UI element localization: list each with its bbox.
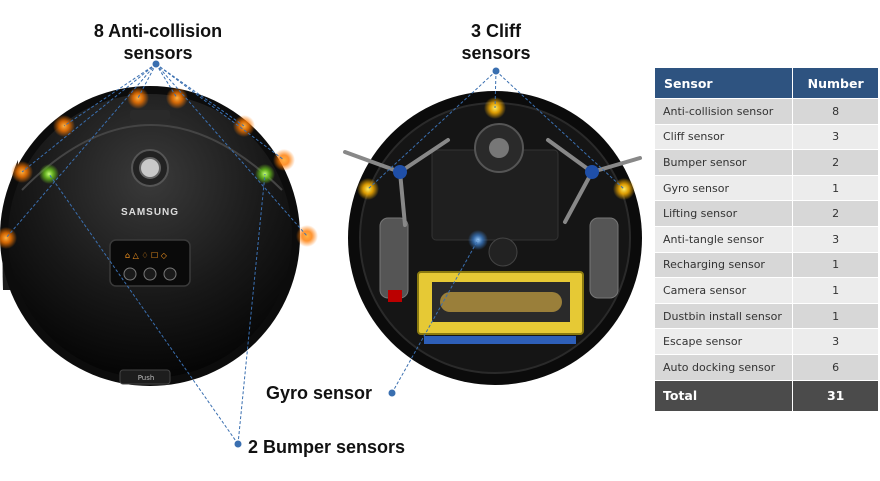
header-number: Number — [792, 67, 879, 99]
left-side-brush — [343, 138, 450, 227]
sensor-count: 2 — [792, 149, 879, 176]
anti-collision-sensor-7 — [0, 227, 17, 249]
sensor-name: Bumper sensor — [653, 149, 794, 176]
panel-status-icons: ⌂ △ ♢ ☐ ◇ — [125, 251, 168, 260]
sensor-count: 1 — [792, 302, 879, 330]
sensor-name: Cliff sensor — [653, 123, 794, 151]
gyro-callout-dot — [388, 389, 396, 397]
cliff-callout-line2: sensors — [461, 43, 531, 63]
bumper-callout: 2 Bumper sensors — [248, 437, 406, 457]
gyro-callout: Gyro sensor — [266, 383, 373, 403]
right-drive-wheel — [589, 217, 619, 299]
total-value: 31 — [792, 379, 879, 412]
sensor-name: Camera sensor — [653, 277, 794, 304]
table-header-row: Sensor Number — [653, 67, 879, 99]
bottom-blue-strip — [424, 336, 576, 344]
sensor-count: 3 — [792, 328, 879, 355]
cliff-callout-lines — [367, 70, 625, 190]
sensor-count: 6 — [792, 353, 879, 381]
sensor-count: 1 — [792, 251, 879, 279]
power-switch — [388, 290, 402, 302]
robot-bottom-view — [343, 91, 642, 385]
bumper-sensor-1 — [39, 164, 59, 184]
left-brush-hub — [393, 165, 407, 179]
sensor-count: 3 — [792, 123, 879, 151]
sensor-name: Auto docking sensor — [653, 353, 794, 381]
gyro-sensor — [468, 230, 488, 250]
push-label: Push — [138, 374, 155, 382]
caster-wheel-hub — [489, 138, 509, 158]
anti-collision-callout-line2: sensors — [123, 43, 193, 63]
cliff-callout-line1: 3 Cliff — [470, 21, 521, 41]
bumper-callout-dot — [234, 440, 242, 448]
robot-top-view: SAMSUNG ⌂ △ ♢ ☐ ◇ Push — [0, 86, 300, 386]
sensor-name: Recharging sensor — [653, 251, 794, 279]
robot-top-arc — [21, 124, 283, 191]
robot-top-body — [8, 94, 292, 378]
anti-collision-callout-dot — [152, 60, 160, 68]
anti-collision-callout-lines — [5, 63, 308, 239]
left-drive-wheel — [379, 217, 409, 299]
main-brush — [440, 292, 562, 312]
home-button-icon — [163, 267, 177, 281]
sensor-count: 2 — [792, 200, 879, 227]
anti-collision-sensor-8 — [296, 225, 318, 247]
push-button — [119, 369, 171, 385]
bottom-center-port — [488, 237, 518, 267]
cliff-sensor-2 — [357, 178, 379, 200]
sensor-count: 1 — [792, 174, 879, 202]
total-label: Total — [653, 379, 794, 412]
grid-button-icon — [123, 267, 137, 281]
sensor-name: Escape sensor — [653, 328, 794, 355]
sensor-name: Anti-collision sensor — [653, 98, 794, 125]
header-sensor: Sensor — [653, 67, 794, 99]
anti-collision-callout: 8 Anti-collision sensors — [68, 20, 248, 64]
sensor-count: 8 — [792, 98, 879, 125]
sensor-name: Anti-tangle sensor — [653, 225, 794, 253]
sensor-name: Dustbin install sensor — [653, 302, 794, 330]
play-pause-button-icon — [143, 267, 157, 281]
sensor-count: 3 — [792, 225, 879, 253]
bumper-callout-lines — [48, 173, 266, 445]
anti-collision-sensor-3 — [166, 87, 188, 109]
sensor-name: Lifting sensor — [653, 200, 794, 227]
cliff-sensor-3 — [613, 178, 635, 200]
sensor-name: Gyro sensor — [653, 174, 794, 202]
anti-collision-callout-line1: 8 Anti-collision — [93, 21, 223, 41]
gyro-callout-line — [391, 239, 479, 394]
table-total-row: Total 31 — [653, 379, 879, 412]
anti-collision-sensor-2 — [127, 87, 149, 109]
right-side-brush — [546, 138, 642, 224]
robot-top-slot — [130, 110, 170, 120]
sensor-count: 1 — [792, 277, 879, 304]
cliff-callout: 3 Cliff sensors — [446, 20, 546, 64]
right-brush-hub — [585, 165, 599, 179]
camera-lens-icon — [139, 157, 161, 179]
cliff-callout-dot — [492, 67, 500, 75]
anti-collision-sensor-6 — [273, 149, 295, 171]
brand-logo: SAMSUNG — [121, 207, 179, 218]
